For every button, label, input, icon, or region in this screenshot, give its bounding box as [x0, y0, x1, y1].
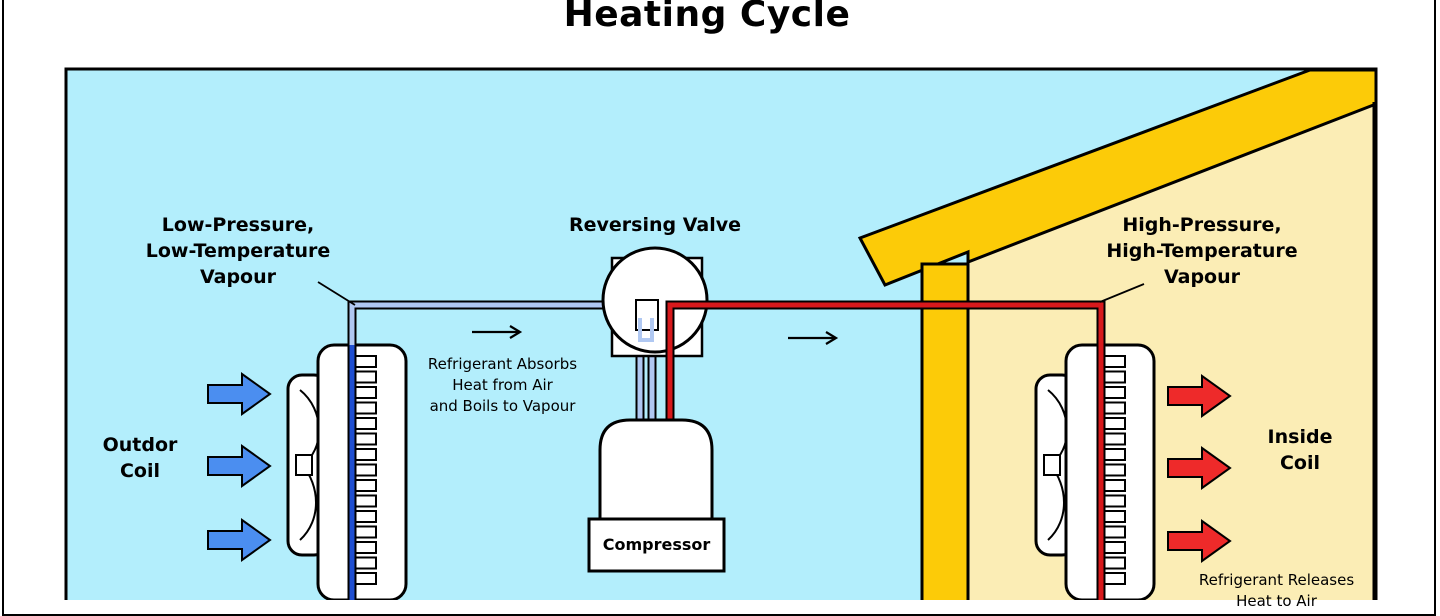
- label-low-pressure-line3: Vapour: [199, 266, 277, 288]
- label-inside-coil-line2: Coil: [1279, 452, 1321, 474]
- inside-coil-unit: [1034, 305, 1156, 600]
- air-flow-arrow: [1167, 446, 1232, 490]
- label-high-pressure-line2: High-Temperature: [1106, 240, 1298, 262]
- label-outdoor-coil: Outdor Coil: [80, 432, 200, 484]
- note-absorbs-line1: Refrigerant Absorbs: [427, 355, 578, 373]
- note-releases-line1: Refrigerant Releases: [1198, 571, 1355, 589]
- high-pressure-pipe: [665, 300, 1106, 420]
- cold-air-arrows: [207, 372, 272, 562]
- label-inside-coil: Inside Coil: [1240, 424, 1360, 476]
- note-absorbs-line2: Heat from Air: [452, 376, 553, 394]
- heating-cycle-diagram: [64, 67, 1378, 600]
- label-high-pressure: High-Pressure, High-Temperature Vapour: [1082, 212, 1322, 290]
- note-releases-line2: Heat to Air: [1236, 592, 1317, 610]
- outdoor-coil-fins: [349, 355, 377, 585]
- air-flow-arrow: [207, 518, 272, 562]
- note-absorbs: Refrigerant Absorbs Heat from Air and Bo…: [400, 354, 605, 417]
- outdoor-coil-unit: [286, 305, 408, 600]
- roof: [857, 68, 1378, 287]
- diagram-title: Heating Cycle: [563, 0, 851, 35]
- flow-arrow-2: [788, 331, 839, 345]
- flow-arrow-1: [472, 325, 523, 339]
- label-inside-coil-line1: Inside: [1267, 426, 1333, 448]
- air-flow-arrow: [207, 444, 272, 488]
- house-wall: [920, 262, 970, 600]
- label-low-pressure: Low-Pressure, Low-Temperature Vapour: [118, 212, 358, 290]
- air-flow-arrow: [1167, 519, 1232, 563]
- air-flow-arrow: [207, 372, 272, 416]
- label-high-pressure-line3: Vapour: [1163, 266, 1241, 288]
- leader-line-high: [1099, 283, 1145, 303]
- label-reversing-valve: Reversing Valve: [569, 214, 741, 236]
- compressor: [587, 418, 726, 573]
- label-low-pressure-line2: Low-Temperature: [145, 240, 331, 262]
- leader-line-low: [317, 281, 356, 306]
- label-outdoor-coil-line1: Outdor: [102, 434, 178, 456]
- hot-air-arrows: [1167, 374, 1232, 563]
- label-compressor: Compressor: [602, 535, 711, 554]
- label-high-pressure-line1: High-Pressure,: [1122, 214, 1282, 236]
- note-absorbs-line3: and Boils to Vapour: [429, 397, 576, 415]
- reversing-valve: [601, 246, 709, 358]
- air-flow-arrow: [1167, 374, 1232, 418]
- label-outdoor-coil-line2: Coil: [119, 460, 161, 482]
- note-releases: Refrigerant Releases Heat to Air: [1174, 570, 1379, 612]
- inside-coil-fins: [1098, 355, 1126, 585]
- label-low-pressure-line1: Low-Pressure,: [161, 214, 315, 236]
